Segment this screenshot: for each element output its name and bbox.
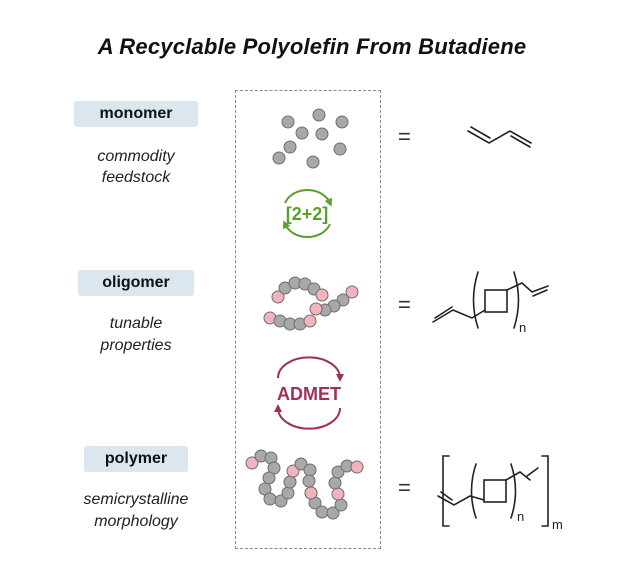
bead [345,285,359,299]
cycle-arrow-2plus2 [282,189,333,238]
bead [315,127,329,141]
oligomer-beads [263,276,359,331]
desc-oligomer-line2: properties [100,337,172,354]
equals-sign-oligomer: = [398,292,411,317]
bead [304,486,318,500]
oligomer-structure [432,271,549,329]
label-2plus2: [2+2] [286,204,329,224]
polymer-subscript-m: m [552,517,563,532]
bead [336,293,350,307]
label-admet: ADMET [277,384,341,404]
desc-polymer-line2: morphology [94,513,178,530]
bead [312,108,326,122]
cycle-arrow-admet [274,356,344,430]
bead [283,475,297,489]
bead [303,314,317,328]
tag-monomer: monomer [74,101,198,127]
desc-monomer-line2: feedstock [101,169,171,186]
bead [331,465,345,479]
equals-sign-monomer: = [398,124,411,149]
bead [306,155,320,169]
tag-polymer: polymer [84,446,188,472]
butadiene-structure [467,126,532,148]
tag-oligomer: oligomer [78,270,194,296]
bead [333,142,347,156]
bead [272,151,286,165]
bead [281,115,295,129]
monomer-beads [272,108,349,169]
bead [294,457,308,471]
bead [328,476,342,490]
bead [271,290,285,304]
bead [334,498,348,512]
bead [326,506,340,520]
bead [315,288,329,302]
reaction-column-box [235,90,381,549]
polymer-beads [245,449,364,520]
desc-monomer-line1: commodity [97,148,175,165]
bead [335,115,349,129]
bead [315,505,329,519]
bead [295,126,309,140]
bead [350,460,364,474]
bead [302,474,316,488]
desc-oligomer-line1: tunable [109,315,163,332]
bead [262,471,276,485]
bead [245,456,259,470]
diagram-title: A Recyclable Polyolefin From Butadiene [97,34,527,59]
bead [263,492,277,506]
bead [331,487,345,501]
polymer-subscript-n: n [517,509,524,524]
equals-sign-polymer: = [398,475,411,500]
bead [309,302,323,316]
oligomer-subscript-n: n [519,320,526,335]
bead [281,486,295,500]
bead [283,140,297,154]
desc-polymer-line1: semicrystalline [83,491,189,508]
bead [303,463,317,477]
polymer-structure [437,455,549,527]
